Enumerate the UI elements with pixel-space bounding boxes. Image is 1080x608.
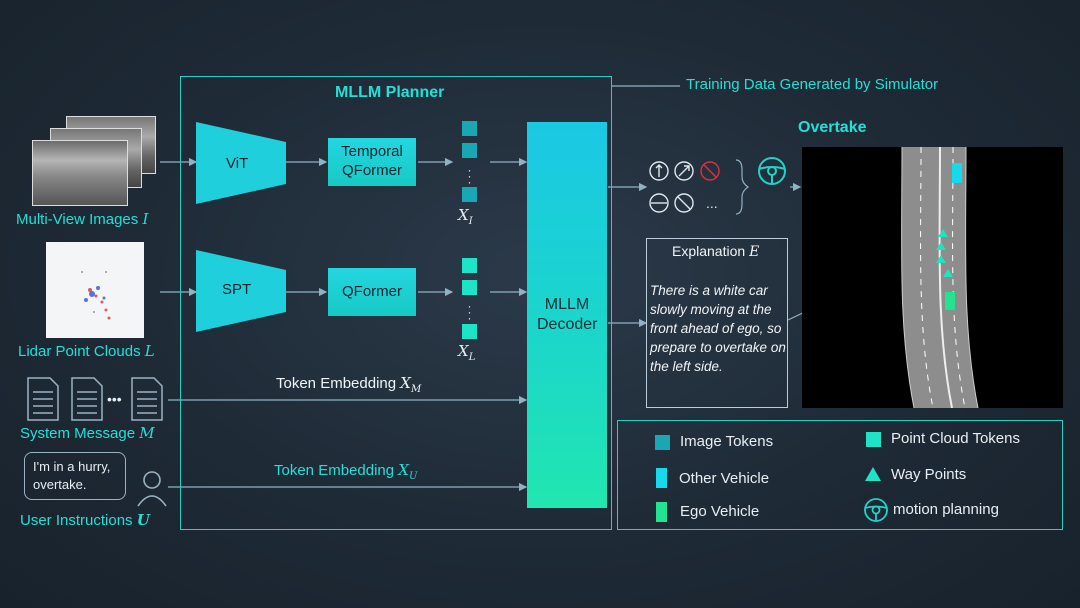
explanation-box bbox=[646, 238, 788, 408]
document-icon bbox=[27, 377, 59, 421]
lidar-label: Lidar Point Clouds L bbox=[18, 342, 155, 360]
legend-box bbox=[617, 420, 1063, 530]
explanation-title-text: Explanation bbox=[672, 243, 746, 259]
legend-point-cloud-tokens: Point Cloud Tokens bbox=[891, 430, 1020, 447]
explanation-text: There is a white car slowly moving at th… bbox=[650, 283, 786, 374]
embedding-u-text: Token Embedding bbox=[274, 462, 395, 479]
explanation-var: E bbox=[749, 244, 760, 260]
svg-text:•••: ••• bbox=[107, 391, 122, 407]
image-token bbox=[462, 143, 477, 158]
simulator-label: Training Data Generated by Simulator bbox=[686, 76, 939, 93]
xl-sub: L bbox=[468, 352, 476, 363]
arrow-left-icon bbox=[649, 193, 669, 213]
xm-var: X bbox=[400, 374, 411, 392]
point-cloud-tokens-symbol: XL bbox=[458, 342, 475, 363]
legend-image-token-swatch bbox=[655, 435, 670, 450]
action-icons: ... bbox=[649, 161, 720, 213]
lidar-label-text: Lidar Point Clouds bbox=[18, 343, 141, 360]
simulator-bev-view bbox=[802, 147, 1063, 408]
legend-way-points: Way Points bbox=[891, 466, 967, 483]
legend-way-point-icon bbox=[865, 467, 881, 481]
actions-ellipsis: ... bbox=[706, 195, 718, 211]
legend-steering-wheel-icon bbox=[864, 498, 888, 522]
planner-title: MLLM Planner bbox=[335, 84, 445, 101]
road-graphic bbox=[901, 147, 979, 408]
user-speech-bubble: I'm in a hurry, overtake. bbox=[24, 452, 126, 500]
legend-image-tokens: Image Tokens bbox=[680, 433, 774, 450]
xu-sub: U bbox=[408, 471, 418, 482]
arrow-up-icon bbox=[649, 161, 669, 181]
lidar-points-graphic bbox=[81, 271, 111, 320]
lidar-var: L bbox=[144, 342, 155, 360]
image-token bbox=[462, 187, 477, 202]
embedding-m-text: Token Embedding bbox=[276, 375, 397, 392]
overtake-title: Overtake bbox=[798, 119, 867, 136]
xi-var: X bbox=[458, 206, 469, 224]
arrow-up-right-icon bbox=[674, 161, 694, 181]
system-label-text: System Message bbox=[20, 425, 136, 442]
images-label-text: Multi-View Images bbox=[16, 211, 139, 228]
document-icon bbox=[131, 377, 163, 421]
qformer-label: QFormer bbox=[342, 282, 402, 300]
mllm-planner-frame bbox=[180, 76, 612, 530]
arrow-up-left-icon bbox=[674, 193, 694, 213]
vit-encoder: ViT bbox=[196, 122, 286, 204]
steering-wheel-icon bbox=[758, 157, 786, 185]
temporal-qformer-block: Temporal QFormer bbox=[328, 138, 416, 186]
images-var: I bbox=[142, 210, 149, 228]
legend-ego-vehicle-swatch bbox=[656, 502, 667, 522]
legend-motion-planning: motion planning bbox=[893, 501, 999, 518]
temporal-qformer-label: Temporal QFormer bbox=[341, 143, 403, 179]
system-message-documents: ••• bbox=[27, 377, 163, 421]
legend-point-cloud-swatch bbox=[866, 432, 881, 447]
user-bubble-text: I'm in a hurry, overtake. bbox=[33, 459, 111, 492]
legend-other-vehicle-swatch bbox=[656, 468, 667, 488]
system-var: M bbox=[139, 424, 155, 442]
lidar-point-cloud-image bbox=[46, 242, 144, 338]
image-token-ellipsis: ··· bbox=[467, 163, 472, 189]
mllm-decoder-block: MLLM Decoder bbox=[527, 122, 607, 508]
multi-view-images-label: Multi-View Images I bbox=[16, 210, 148, 228]
other-vehicle-marker bbox=[952, 163, 962, 183]
explanation-title: Explanation E bbox=[672, 243, 759, 260]
vit-label: ViT bbox=[226, 155, 248, 172]
user-icon bbox=[137, 471, 167, 507]
xi-sub: I bbox=[468, 216, 473, 227]
xu-var: X bbox=[398, 461, 409, 479]
point-cloud-token-ellipsis: ··· bbox=[467, 299, 472, 325]
image-tokens-symbol: XI bbox=[458, 206, 473, 227]
token-embedding-u: Token Embedding XU bbox=[274, 461, 417, 482]
point-cloud-token bbox=[462, 258, 477, 273]
point-cloud-token bbox=[462, 324, 477, 339]
decoder-label: MLLM Decoder bbox=[537, 296, 598, 333]
qformer-block: QFormer bbox=[328, 268, 416, 316]
legend-other-vehicle: Other Vehicle bbox=[679, 470, 770, 487]
user-var: U bbox=[136, 511, 150, 529]
system-message-label: System Message M bbox=[20, 424, 155, 442]
way-points bbox=[936, 229, 953, 277]
camera-image-front bbox=[32, 140, 128, 206]
spt-encoder: SPT bbox=[196, 250, 286, 332]
point-cloud-token bbox=[462, 280, 477, 295]
user-instructions-label: User Instructions U bbox=[20, 511, 150, 529]
token-embedding-m: Token Embedding XM bbox=[276, 374, 421, 395]
ego-vehicle-marker bbox=[945, 292, 955, 310]
no-entry-icon bbox=[700, 161, 720, 181]
spt-label: SPT bbox=[222, 281, 251, 298]
image-token bbox=[462, 121, 477, 136]
user-label-text: User Instructions bbox=[20, 512, 133, 529]
xl-var: X bbox=[458, 342, 469, 360]
xm-sub: M bbox=[410, 384, 422, 395]
legend-ego-vehicle: Ego Vehicle bbox=[680, 503, 760, 520]
document-icon bbox=[71, 377, 103, 421]
